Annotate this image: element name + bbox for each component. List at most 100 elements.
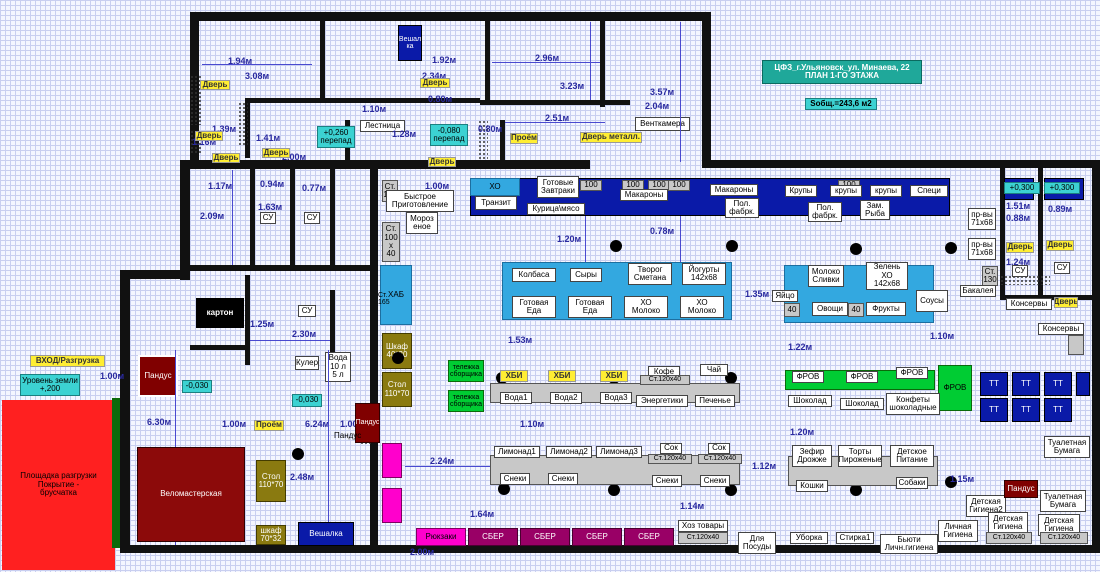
backpacks: Рюкзаки [416, 528, 466, 546]
room-su-3: СУ [298, 305, 316, 317]
fast-cooking: Быстрое Приготовление [386, 190, 454, 212]
door-5[interactable]: Дверь [262, 148, 290, 158]
tt-6: ТТ [1044, 398, 1072, 422]
level-030a: -0,030 [182, 380, 212, 393]
dim-080a: 0.80м [428, 94, 453, 104]
dim-110b: 1.10м [930, 331, 955, 341]
door-right-1[interactable]: Дверь [1006, 242, 1034, 253]
wall-top [190, 12, 710, 21]
door-3[interactable]: Дверь [195, 131, 223, 141]
shokolad-2: Шоколад [840, 398, 884, 410]
area-label: Sобщ.=243,6 м2 [805, 98, 877, 110]
ice-cream: Мороз еное [406, 212, 438, 234]
dim-192: 1.92м [432, 55, 457, 65]
dim-164: 1.64м [470, 509, 495, 519]
wall-inner-v3 [600, 12, 605, 107]
cart-1: тележка сборщика [448, 360, 484, 382]
wall-inner-h2 [480, 100, 630, 105]
stand-40b: 40 [848, 303, 864, 317]
dim-112: 1.12м [752, 461, 777, 471]
sber-1: СБЕР [468, 528, 518, 546]
door-4[interactable]: Дверь [212, 153, 240, 163]
dim-251: 2.51м [545, 113, 570, 123]
room-su-2: СУ [304, 212, 320, 224]
snek-1: Снеки [500, 473, 530, 485]
bakaleya: Бакалея [960, 285, 996, 297]
dim-141: 1.41м [256, 133, 281, 143]
dim-100d: 1.00м [340, 419, 365, 429]
dim-153: 1.53м [508, 335, 533, 345]
stair-hatch-3 [238, 102, 248, 147]
zelen: Зелень ХО 142х68 [866, 262, 908, 290]
ground-level: Уровень земли +,200 [20, 374, 80, 396]
proem-2[interactable]: Проём [254, 420, 284, 431]
dim-120b: 1.20м [790, 427, 815, 437]
gotovye-zavtraki: Готовые Завтраки [537, 176, 579, 198]
dim-line-078 [680, 216, 681, 262]
pol-fabr-1: Пол. фабрк. [725, 198, 759, 218]
shelf-st12040-mid: Ст.120х40 [640, 375, 690, 385]
frov-2: ФРОВ [846, 371, 878, 383]
wall-platform-edge [112, 398, 120, 548]
dim-line-120a [585, 216, 586, 262]
uborka: Уборка [790, 532, 828, 544]
st12040-bot-b: Ст.120х40 [698, 454, 742, 464]
door-right-3[interactable]: Дверь [1054, 297, 1078, 308]
wall-inner-h1 [245, 98, 480, 103]
tranzit: Транзит [475, 196, 517, 210]
wall-left-lower [120, 270, 130, 545]
door-right-2[interactable]: Дверь [1046, 240, 1074, 251]
door-metal[interactable]: Дверь металл. [580, 132, 642, 143]
makarony-1: Макароны [620, 189, 668, 201]
tualet-bumaga-1: Туалетная Бумага [1044, 436, 1090, 458]
syry: Сыры [570, 268, 602, 282]
gotovaya-eda-1: Готовая Еда [512, 296, 556, 318]
snek-4: Снеки [700, 475, 730, 487]
sok-1: Сок [660, 443, 682, 454]
proem-1[interactable]: Проём [510, 133, 538, 144]
level-260: +0,260 перепад [317, 126, 355, 148]
door-2[interactable]: Дверь [420, 78, 450, 88]
door-6[interactable]: Дверь [428, 157, 456, 167]
voda-2: Вода2 [550, 392, 582, 404]
dim-line-296 [492, 62, 600, 63]
sber-4: СБЕР [624, 528, 674, 546]
shokolad-1: Шоколад [788, 395, 832, 407]
dim-624: 6.24м [305, 419, 330, 429]
zam-ryba: Зам. Рыба [860, 200, 890, 220]
wall-right-r3 [1092, 168, 1100, 548]
dim-line-357 [680, 22, 681, 162]
column-4 [945, 242, 957, 254]
dim-139: 1.39м [212, 124, 237, 134]
sber-3: СБЕР [572, 528, 622, 546]
level-080: -0,080 перепад [430, 124, 468, 146]
wall-room-h [190, 345, 250, 350]
detskaya-gigiena-3: Детская Гигиена [1038, 514, 1080, 536]
door-1[interactable]: Дверь [200, 80, 230, 90]
dim-224: 2.24м [430, 456, 455, 466]
table-1: Стол 110*70 [382, 372, 412, 407]
wall-su-v3 [330, 168, 335, 268]
wall-inner-v6 [500, 120, 505, 165]
xbi-1: ХБИ [500, 370, 528, 382]
wall-inner-v1 [320, 12, 325, 100]
chay: Чай [700, 364, 728, 376]
pechenye: Печенье [695, 395, 735, 407]
kuler: Кулер [295, 356, 319, 370]
st12040-right-2: Ст.120х40 [1040, 532, 1088, 544]
st12040-xoz: Ст.120х40 [678, 532, 728, 544]
dim-323: 3.23м [560, 81, 585, 91]
pr-vy-1: пр-вы 71х68 [968, 208, 996, 230]
dim-110-top: 1.10м [362, 104, 387, 114]
level-030b: -0,030 [292, 394, 322, 407]
pandus-3: Пандус [334, 431, 362, 440]
moloko-slivki: Молоко Сливки [808, 265, 844, 287]
dim-200: 2.00м [282, 152, 307, 162]
makarony-2: Макароны [710, 184, 758, 196]
energetiki: Энергетики [636, 395, 688, 407]
wall-room-v2 [330, 290, 335, 370]
shelf-100-5: 100 [668, 180, 690, 191]
sobaki: Собаки [896, 477, 928, 489]
wall-left-step [120, 270, 190, 279]
unloading-platform: Площадка разгрузки Покрытие - брусчатка [2, 400, 115, 570]
